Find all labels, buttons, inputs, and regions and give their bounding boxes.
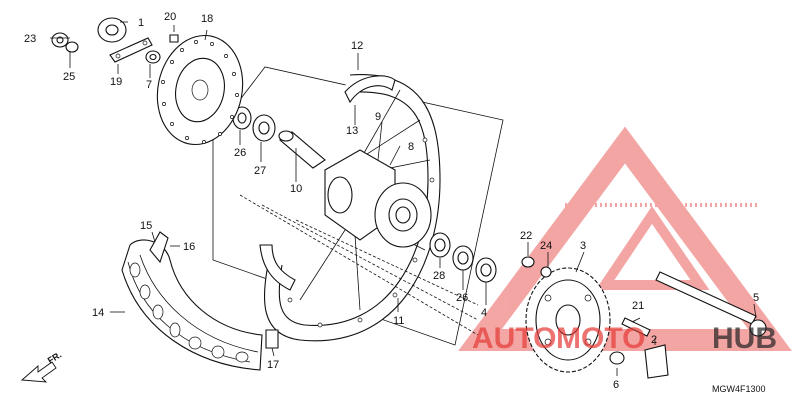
callout-3: 3 <box>580 240 586 252</box>
chain-adjuster <box>644 344 669 379</box>
driven-sprocket <box>525 267 611 373</box>
callout-10: 10 <box>290 183 302 195</box>
brake-disc <box>156 34 244 146</box>
callout-26a: 26 <box>234 147 246 159</box>
bearing-left <box>232 106 276 142</box>
collar-7 <box>145 50 161 64</box>
callout-24: 24 <box>540 240 552 252</box>
callout-4: 4 <box>481 307 487 319</box>
callout-6: 6 <box>613 379 619 391</box>
leader-lines <box>50 21 757 376</box>
wheel-hub <box>324 149 432 248</box>
rim-band-lower <box>259 244 296 291</box>
callout-28: 28 <box>433 270 445 282</box>
tire <box>121 239 263 371</box>
watermark-auto: AUTO <box>472 322 556 355</box>
callout-13: 13 <box>346 125 358 137</box>
bolt-20 <box>169 34 179 43</box>
sprocket-nut <box>521 256 552 278</box>
front-direction-arrow: FR. <box>20 350 64 383</box>
sprocket-bolt <box>621 317 651 337</box>
callout-18: 18 <box>201 13 213 25</box>
rim-band-upper <box>344 75 396 104</box>
watermark-logo <box>458 126 792 351</box>
callout-23: 23 <box>24 33 36 45</box>
watermark-moto: MOTO <box>556 322 645 355</box>
callout-1: 1 <box>138 17 144 29</box>
callout-16: 16 <box>183 241 195 253</box>
rear-axle <box>655 271 767 337</box>
rim-tape <box>149 231 169 264</box>
watermark-text: AUTO MOTO HUB <box>472 322 777 355</box>
callout-27: 27 <box>254 165 266 177</box>
callout-12: 12 <box>351 40 363 52</box>
callout-11: 11 <box>393 315 404 327</box>
front-label: FR. <box>46 350 64 366</box>
washer-25 <box>65 41 79 53</box>
callout-17: 17 <box>267 359 279 371</box>
distance-collar <box>278 130 326 169</box>
bearing-right <box>429 232 497 283</box>
bracket-19 <box>109 37 153 63</box>
callout-7: 7 <box>146 79 152 91</box>
diagram-code: MGW4F1300 <box>712 384 766 394</box>
callout-14: 14 <box>92 307 104 319</box>
assembly-box <box>212 66 504 346</box>
callout-22: 22 <box>520 230 532 242</box>
callout-5: 5 <box>753 292 759 304</box>
callout-19: 19 <box>110 76 122 88</box>
speed-sensor-rotor <box>97 17 127 43</box>
callout-9: 9 <box>375 111 381 123</box>
bolt-23 <box>51 32 69 48</box>
callout-21: 21 <box>632 300 644 312</box>
callout-2: 2 <box>651 334 657 346</box>
callout-15: 15 <box>140 220 152 232</box>
callout-26b: 26 <box>456 292 468 304</box>
callout-labels: 1 2 3 4 5 6 7 8 9 10 11 12 13 14 15 16 1… <box>24 11 759 391</box>
watermark-hub: HUB <box>712 322 777 355</box>
callout-20: 20 <box>164 11 176 23</box>
tube-valve <box>265 329 279 349</box>
callout-25: 25 <box>63 71 75 83</box>
nut-6 <box>609 351 625 365</box>
callout-8: 8 <box>408 141 414 153</box>
